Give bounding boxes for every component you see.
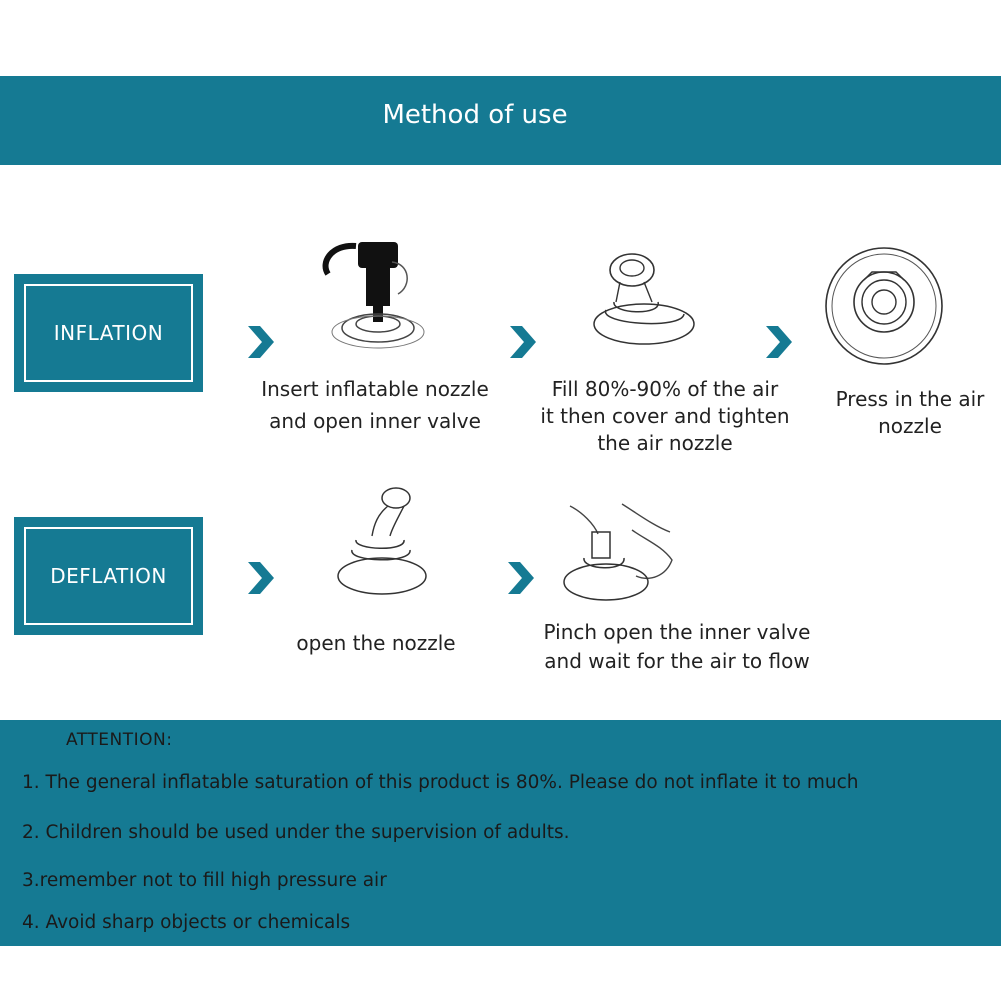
pump-nozzle-icon	[322, 242, 425, 349]
attention-item-3: 3.remember not to fill high pressure air	[22, 870, 387, 891]
chevron-right-icon	[248, 326, 274, 358]
attention-item-1: 1. The general inflatable saturation of …	[22, 772, 859, 793]
hand-pinch-valve-icon	[563, 503, 673, 601]
attention-item-4: 4. Avoid sharp objects or chemicals	[22, 912, 351, 933]
deflation-step-1-text: open the nozzle	[296, 631, 456, 655]
chevron-right-icon	[510, 326, 536, 358]
inflation-label-box: INFLATION	[14, 274, 203, 392]
deflation-label: DEFLATION	[24, 527, 193, 625]
inflation-step-2-text: Fill 80%-90% of the air it then cover an…	[540, 377, 790, 455]
valve-open-icon	[337, 487, 427, 595]
chevron-right-icon	[248, 562, 274, 594]
deflation-step-2-text: Pinch open the inner valve and wait for …	[543, 620, 811, 673]
chevron-right-icon	[766, 326, 792, 358]
inflation-step-1-text: Insert inflatable nozzle and open inner …	[261, 377, 489, 433]
valve-top-view-icon	[825, 247, 943, 365]
page-title: Method of use	[382, 100, 568, 130]
chevron-right-icon	[508, 562, 534, 594]
attention-band	[0, 720, 1001, 946]
valve-cap-icon	[593, 253, 695, 345]
deflation-label-box: DEFLATION	[14, 517, 203, 635]
header-band	[0, 76, 1001, 165]
inflation-step-3-text: Press in the air nozzle	[835, 387, 985, 438]
inflation-label: INFLATION	[24, 284, 193, 382]
attention-item-2: 2. Children should be used under the sup…	[22, 822, 570, 843]
attention-title: ATTENTION:	[66, 730, 173, 750]
